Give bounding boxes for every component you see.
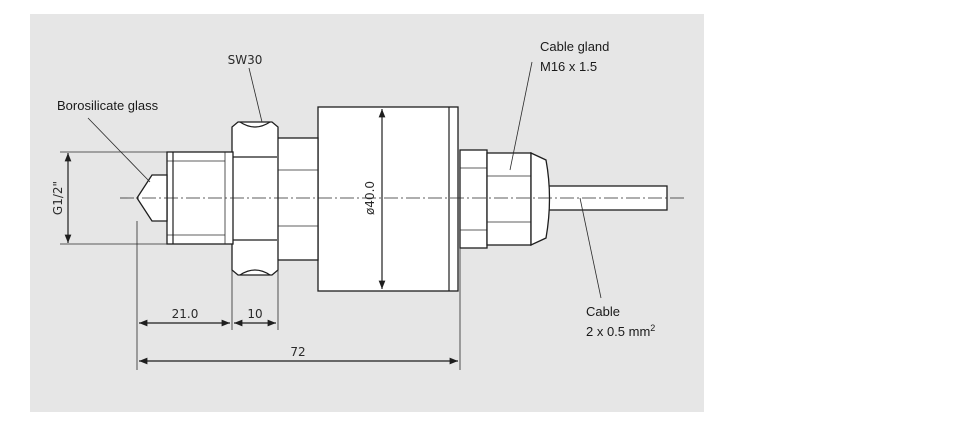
diameter-dimension: ø40.0 (363, 109, 386, 289)
cable-gland-size-label: M16 x 1.5 (540, 59, 597, 74)
sensor-body (317, 106, 459, 292)
body-neck (276, 137, 319, 261)
hex-nut (231, 121, 279, 276)
cable-size-label: 2 x 0.5 mm2 (586, 323, 655, 339)
borosilicate-label: Borosilicate glass (57, 98, 159, 113)
cable-size-superscript: 2 (650, 323, 655, 333)
cable-size-text: 2 x 0.5 mm (586, 324, 650, 339)
dim-21-label: 21.0 (172, 307, 199, 321)
sw30-label: SW30 (228, 53, 263, 67)
thread-label: G1/2" (51, 181, 65, 215)
length-dimensions: 21.0 10 72 (136, 221, 461, 370)
cable-gland (459, 149, 551, 249)
diameter-label: ø40.0 (363, 181, 377, 215)
dim-10-label: 10 (247, 307, 262, 321)
cable-gland-label: Cable gland (540, 39, 609, 54)
dim-72-label: 72 (290, 345, 305, 359)
leader-lines (87, 61, 602, 299)
cable-label: Cable (586, 304, 620, 319)
thread-dimension: G1/2" (51, 151, 167, 245)
